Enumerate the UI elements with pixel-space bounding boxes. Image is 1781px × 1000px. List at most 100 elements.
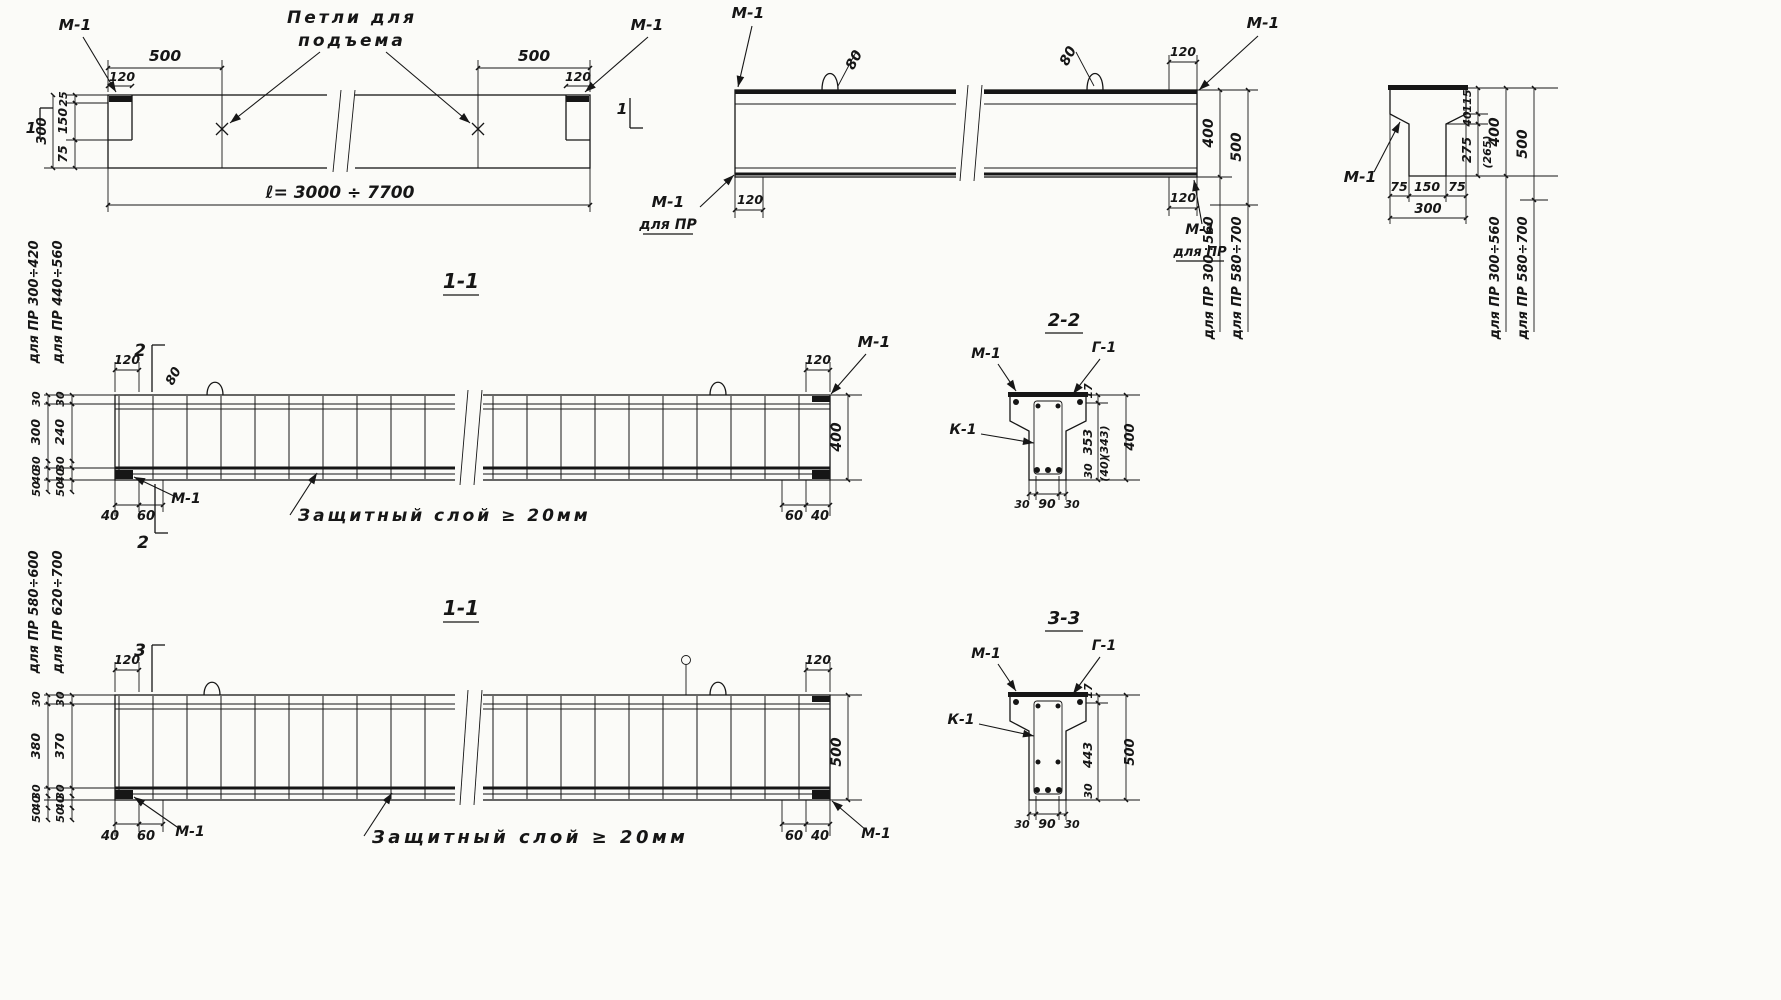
dim-25: 25 (57, 91, 70, 107)
dim-col-value: 50 (30, 807, 43, 823)
beam-profile (1009, 694, 1087, 801)
leader-line (997, 363, 1017, 392)
dim-120-right: 120 (565, 69, 591, 84)
dim-90: 90 (1038, 816, 1056, 831)
leader-line (363, 792, 393, 837)
dim-60: 60 (137, 509, 155, 524)
leader-line (1198, 35, 1259, 91)
label-m1: М-1 (861, 826, 890, 842)
note-lifting-loops: Петли для (287, 8, 417, 28)
plan-view: 500 500 120 120 ℓ= 3000 ÷ 7700 25 150 75… (26, 8, 664, 212)
lifting-loop (709, 381, 727, 396)
lifting-loop-mark (215, 122, 229, 136)
dim-275: 275 (1459, 137, 1474, 163)
embedded-plate (1008, 392, 1088, 397)
dim-150: 150 (55, 108, 70, 134)
view-title: 3-3 (1048, 608, 1081, 629)
dim-col-value: 30 (54, 691, 67, 707)
break-symbol (473, 689, 483, 806)
dim-40: 40 (100, 509, 119, 524)
lifting-loop (821, 72, 839, 91)
range-label: для ПР 440÷560 (51, 241, 66, 365)
leader-line (831, 800, 867, 831)
label-m1: М-1 (971, 346, 1000, 362)
dim-30: 30 (1014, 498, 1030, 511)
label-m1: М-1 (732, 4, 765, 22)
dim-col-value: 240 (52, 419, 67, 445)
note-lifting-loops: подъема (298, 31, 406, 51)
lifting-loop (206, 381, 224, 396)
dim-120: 120 (114, 352, 140, 367)
break-symbol (332, 89, 342, 173)
dim-30: 30 (1064, 498, 1080, 511)
dim-115: 115 (1461, 89, 1474, 112)
dim-40-alt: (40) (1098, 456, 1111, 481)
dim-col-value: 50 (30, 481, 43, 497)
leader-line (1373, 121, 1401, 173)
leader-line (229, 51, 321, 124)
stirrup (1033, 400, 1063, 475)
leader-line (133, 476, 177, 498)
dim-60: 60 (137, 829, 155, 844)
label-dlya-pr: для ПР (1172, 245, 1227, 260)
rebar-dot (1077, 399, 1083, 405)
embedded-plate (109, 96, 132, 102)
dim-120: 120 (114, 652, 140, 667)
dim-120: 120 (1170, 190, 1196, 205)
dim-90: 90 (1038, 496, 1056, 511)
dim-500: 500 (1515, 129, 1531, 158)
dim-col-value: 300 (28, 419, 43, 445)
dim-300: 300 (1414, 202, 1441, 217)
dim-col-value: 30 (30, 456, 43, 472)
dim-col-value: 30 (30, 691, 43, 707)
label-m1: М-1 (1185, 222, 1214, 238)
break-symbol (459, 389, 469, 486)
lifting-loop (709, 681, 727, 696)
leader-line (385, 51, 471, 124)
label-m1: М-1 (971, 646, 1000, 662)
leader-line (830, 353, 867, 395)
dim-col-value: 40 (54, 468, 67, 485)
cut-marker-1: 1 (617, 100, 628, 118)
dim-150: 150 (1414, 179, 1440, 194)
break-symbol (459, 689, 469, 806)
cut-marker-2: 2 (137, 533, 149, 553)
leader-line (978, 723, 1035, 738)
rebar-dot (1013, 399, 1019, 405)
side-view: 80 80 М-1 М-1 М-1 для ПР 120 120 120 М-1… (638, 4, 1279, 341)
label-k1: К-1 (948, 712, 975, 728)
dim-120-left: 120 (109, 69, 135, 84)
section-2-2: 2-2 М-1 Г-1 К-1 17 353 (343) 400 30 (40)… (950, 310, 1140, 511)
dim-500: 500 (1229, 132, 1245, 161)
leader-line (1072, 358, 1101, 395)
dim-40: 40 (810, 829, 829, 844)
view-title: 2-2 (1048, 310, 1081, 331)
dim-30: 30 (1064, 818, 1080, 831)
label-m1: М-1 (171, 491, 200, 507)
dim-30: 30 (1082, 463, 1095, 479)
leader-line (1072, 656, 1101, 695)
embedded-plate (115, 470, 133, 479)
label-m1: М-1 (631, 16, 664, 34)
rebar-dot (1035, 759, 1041, 765)
label-m1: М-1 (59, 16, 92, 34)
dim-col-value: 40 (30, 795, 43, 812)
dim-120: 120 (1170, 44, 1196, 59)
dim-col-value: 30 (30, 784, 43, 800)
embedded-plate (812, 790, 830, 799)
dim-75: 75 (1448, 179, 1466, 194)
dim-120: 120 (805, 352, 831, 367)
dim-col-value: 50 (54, 807, 67, 823)
dim-80: 80 (163, 365, 185, 388)
leader-line (289, 472, 318, 516)
dim-80: 80 (1057, 44, 1080, 69)
stirrup (1033, 700, 1063, 795)
dim-120: 120 (805, 652, 831, 667)
profile-view: М-1 115 40 275 (265) 400 500 для ПР 300÷… (1344, 85, 1558, 341)
leader-line (1192, 179, 1203, 225)
dim-300: 300 (35, 117, 50, 144)
leader-line (736, 25, 753, 88)
embedded-plate (115, 790, 133, 799)
dim-col-value: 50 (54, 481, 67, 497)
